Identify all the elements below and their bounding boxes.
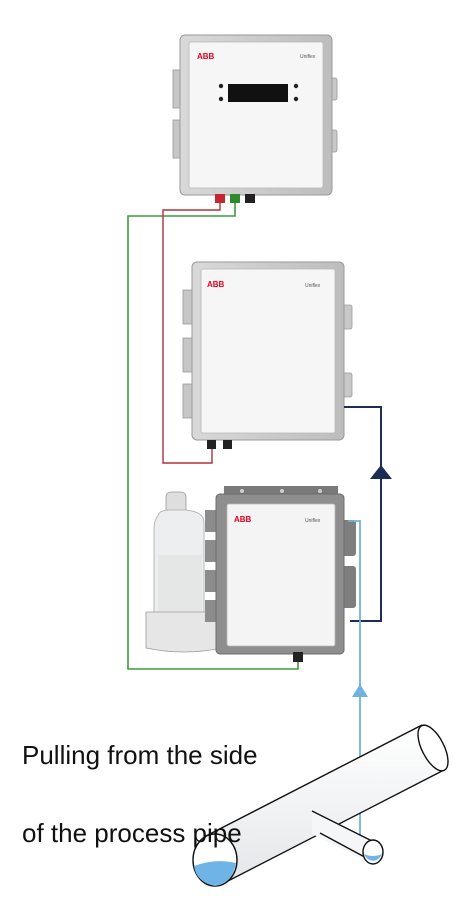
branch-pipe-liquid <box>364 854 382 861</box>
main-pipe-liquid <box>194 861 236 886</box>
bracket-bolt-3 <box>318 489 322 493</box>
green-wire <box>127 202 299 670</box>
housing-gland-2 <box>223 440 232 449</box>
sampler-brand-logo: ABB <box>234 515 252 524</box>
sample-bottle-level <box>158 555 202 615</box>
transmitter-front-panel <box>188 41 324 189</box>
main-pipe-top-edge <box>203 724 423 838</box>
return-line-arrow <box>370 465 392 479</box>
sampler-model-label: Uniflex <box>305 518 321 524</box>
branch-pipe-top-edge <box>311 810 373 842</box>
caption-line-1: Pulling from the side <box>22 740 258 770</box>
transmitter-model-label: Uniflex <box>300 54 316 60</box>
caption-line-2: of the process pipe <box>22 818 242 848</box>
housing-model-label: Uniflex <box>305 283 321 289</box>
housing-front-panel <box>200 268 336 434</box>
transmitter-connector-red <box>215 194 225 203</box>
bracket-bolt-2 <box>280 489 284 493</box>
process-pipe <box>192 724 449 887</box>
sampler-front-panel <box>226 503 336 647</box>
transmitter-key-3 <box>293 83 299 89</box>
transmitter-connector-green <box>230 194 240 203</box>
bracket-bolt-1 <box>240 489 244 493</box>
housing-brand-logo: ABB <box>207 280 225 289</box>
transmitter-brand-logo: ABB <box>197 52 215 61</box>
transmitter-unit: ABB Uniflex <box>172 34 338 203</box>
sample-intake-line <box>348 520 361 843</box>
transmitter-key-2 <box>218 96 224 102</box>
transmitter-key-1 <box>218 83 224 89</box>
branch-pipe-body <box>312 811 374 865</box>
sample-intake-arrow <box>352 684 368 697</box>
main-pipe-right-end <box>417 724 449 772</box>
transmitter-display <box>228 84 288 102</box>
return-line <box>344 406 382 622</box>
main-pipe-body <box>204 725 444 882</box>
red-wire <box>162 202 221 464</box>
sample-bottle-cap <box>165 491 187 513</box>
housing-gland-1 <box>207 440 216 449</box>
diagram-caption: Pulling from the side of the process pip… <box>22 697 342 892</box>
sensor-housing-unit: ABB Uniflex <box>182 261 353 449</box>
transmitter-connector-black <box>245 194 255 203</box>
transmitter-key-4 <box>293 96 299 102</box>
sampler-gland <box>293 652 303 662</box>
sampler-unit: ABB Uniflex <box>145 486 356 662</box>
